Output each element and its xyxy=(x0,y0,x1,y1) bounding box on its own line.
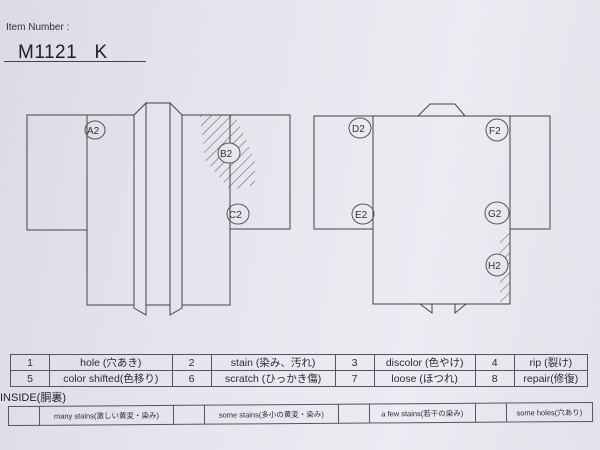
inside-checkbox-some-holes[interactable] xyxy=(475,403,507,423)
damage-legend-table: 1 hole (穴あき) 2 stain (染み、汚れ) 3 discolor … xyxy=(10,354,589,387)
legend-label: stain (染み、汚れ) xyxy=(210,354,336,371)
legend-number: 5 xyxy=(10,370,50,387)
mark-D2: D2 xyxy=(352,124,365,135)
legend-label: color shifted(色移り) xyxy=(49,370,173,387)
inside-label: some stains(多小の黄変・染み) xyxy=(204,404,339,425)
legend-label: repair(修復) xyxy=(513,370,589,387)
front-view-diagram xyxy=(26,101,291,316)
inside-label: a few stains(若干の染み) xyxy=(369,403,476,424)
legend-row: 1 hole (穴あき) 2 stain (染み、汚れ) 3 discolor … xyxy=(10,354,589,371)
legend-label: hole (穴あき) xyxy=(49,354,173,371)
mark-H2: H2 xyxy=(488,261,501,272)
legend-label: loose (ほつれ) xyxy=(373,370,476,387)
back-marks: D2 E2 F2 G2 H2 xyxy=(348,117,510,277)
item-number-label: Item Number : xyxy=(6,22,70,33)
legend-number: 1 xyxy=(10,354,50,371)
mark-F2: F2 xyxy=(489,126,501,137)
item-number-value: M1121 K xyxy=(18,42,108,63)
inside-label: some holes(穴あり) xyxy=(506,402,593,423)
legend-row: 5 color shifted(色移り) 6 scratch (ひっかき傷) 7… xyxy=(10,370,589,387)
legend-label: rip (裂け) xyxy=(513,354,589,371)
legend-number: 4 xyxy=(474,354,515,371)
legend-number: 3 xyxy=(334,354,375,371)
mark-A2: A2 xyxy=(87,126,100,137)
mark-B2: B2 xyxy=(220,149,233,160)
legend-number: 6 xyxy=(171,370,212,387)
kimono-diagrams: A2 B2 C2 D2 E2 F2 G2 H2 xyxy=(26,101,551,316)
legend-number: 2 xyxy=(171,354,212,371)
inside-section-title: INSIDE(胴裏) xyxy=(0,392,66,404)
item-number-underline xyxy=(4,61,146,62)
inside-checkbox-few-stains[interactable] xyxy=(338,404,370,424)
inside-label: many stains(激しい黄変・染み) xyxy=(39,405,174,426)
legend-label: discolor (色やけ) xyxy=(373,354,476,371)
legend-label: scratch (ひっかき傷) xyxy=(210,370,336,387)
mark-G2: G2 xyxy=(488,209,502,220)
mark-E2: E2 xyxy=(355,210,368,221)
front-marks: A2 B2 C2 xyxy=(84,120,250,225)
inside-checkbox-some-stains[interactable] xyxy=(173,405,205,425)
mark-C2: C2 xyxy=(229,210,242,221)
back-view-diagram xyxy=(313,103,551,315)
inside-checkbox-many-stains[interactable] xyxy=(8,406,40,426)
inside-row: many stains(激しい黄変・染み) some stains(多小の黄変・… xyxy=(8,402,593,426)
legend-number: 8 xyxy=(474,370,515,387)
inside-condition-table: many stains(激しい黄変・染み) some stains(多小の黄変・… xyxy=(8,402,593,426)
legend-number: 7 xyxy=(334,370,375,387)
